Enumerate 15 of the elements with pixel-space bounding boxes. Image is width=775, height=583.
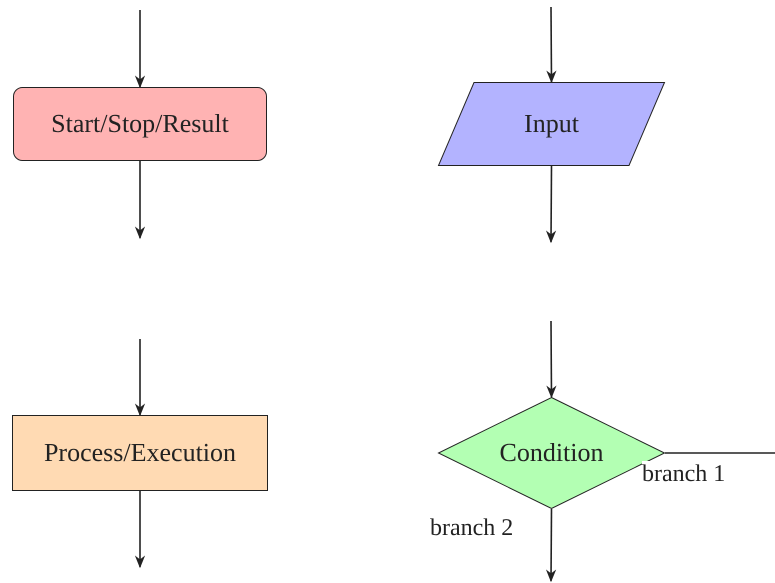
arrow [134,10,146,88]
arrow [546,509,556,582]
node-label: Condition [499,438,604,468]
arrow [134,339,146,416]
terminal-box [13,87,267,161]
input-parallelogram [438,82,665,166]
node-label: Input [524,109,579,139]
arrow [546,7,557,84]
arrow [134,491,146,568]
arrow [546,321,557,398]
node-label: Process/Execution [44,438,236,468]
arrow [546,166,556,244]
arrow [134,161,146,240]
process-box [12,415,268,491]
node-label: Start/Stop/Result [51,109,229,139]
